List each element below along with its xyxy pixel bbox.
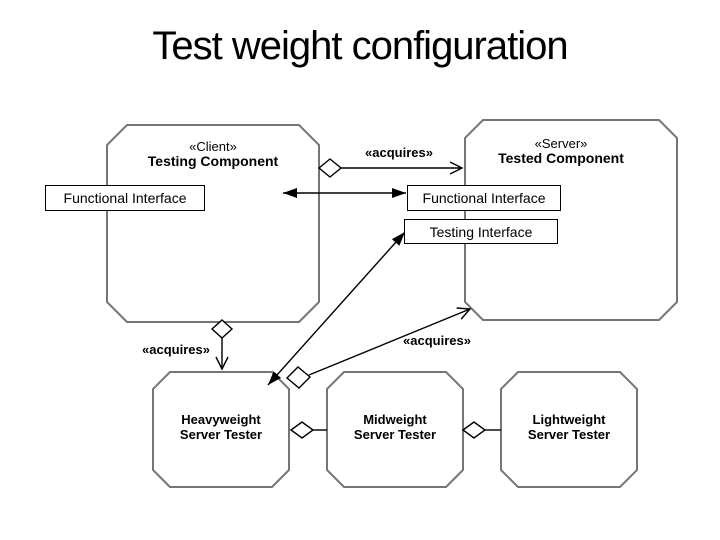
testing-interface-link <box>267 231 406 386</box>
client-component-label: «Client» Testing Component <box>107 139 319 169</box>
testing-interface-label: Testing Interface <box>404 219 558 244</box>
client-stereotype: «Client» <box>189 139 237 154</box>
midweight-component-shape <box>326 371 464 488</box>
functional-interface-label-server: Functional Interface <box>407 185 561 211</box>
aggregation-diamond-client-right <box>317 158 343 178</box>
acquires-label-top: «acquires» <box>365 145 433 160</box>
acquires-label-left: «acquires» <box>142 342 210 357</box>
functional-interface-label-client: Functional Interface <box>45 185 205 211</box>
midweight-label: Midweight Server Tester <box>353 412 437 442</box>
client-name: Testing Component <box>147 153 279 169</box>
server-stereotype: «Server» <box>534 136 588 151</box>
heavyweight-label: Heavyweight Server Tester <box>179 412 263 442</box>
aggregation-diamond-midweight-right <box>461 421 487 439</box>
server-component-label: «Server» Tested Component <box>461 136 661 166</box>
lightweight-component-shape <box>500 371 638 488</box>
slide-title: Test weight configuration <box>152 24 568 68</box>
aggregation-diamond-midweight <box>285 366 312 389</box>
lightweight-label: Lightweight Server Tester <box>527 412 611 442</box>
server-name: Tested Component <box>498 150 624 166</box>
acquires-line-midweight-server <box>308 307 472 376</box>
aggregation-diamond-heavyweight-right <box>289 421 315 439</box>
acquires-label-middle: «acquires» <box>403 333 471 348</box>
